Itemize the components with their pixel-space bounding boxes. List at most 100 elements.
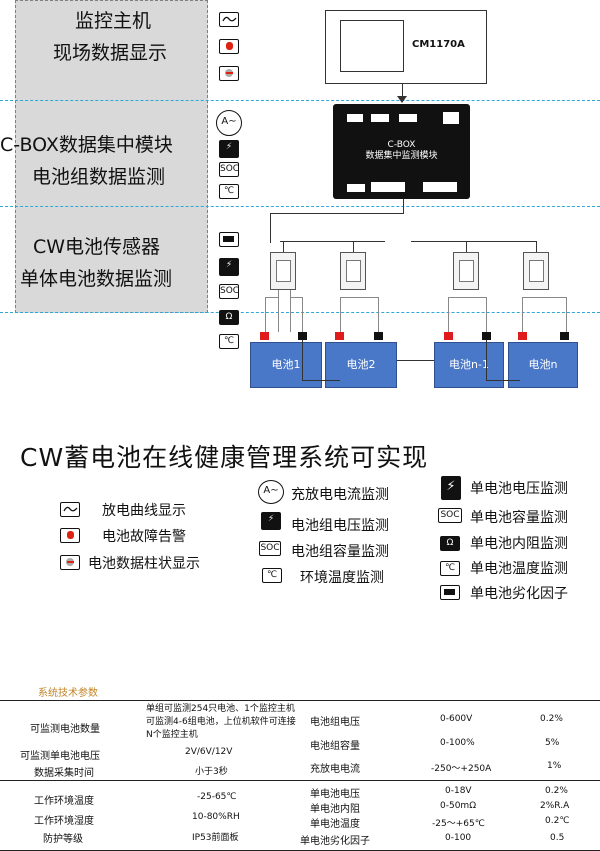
legend-label: 放电曲线显示 <box>102 503 186 519</box>
cbox-label-line2: 数据集中监测模块 <box>365 151 438 161</box>
level-divider <box>0 206 600 207</box>
spec-accuracy: 0.2% <box>545 786 568 796</box>
fault-alarm-icon <box>60 528 80 543</box>
legend-label: 电池故障告警 <box>102 529 186 545</box>
battery-cell: 电池1 <box>250 342 322 388</box>
spec-label: 单电池劣化因子 <box>300 836 370 847</box>
negative-terminal <box>560 332 569 340</box>
lightning-icon: ⚡ <box>441 476 461 500</box>
sensor-lead <box>302 297 303 332</box>
spec-range: -250～+250A <box>431 764 492 774</box>
battery-label: 电池2 <box>346 358 376 371</box>
spec-accuracy: 1% <box>547 761 562 771</box>
soc-icon: SOC <box>219 284 239 299</box>
spec-accuracy: 5% <box>545 738 560 748</box>
positive-terminal <box>518 332 527 340</box>
sensor-lead <box>566 297 567 332</box>
spec-accuracy: 0.2% <box>540 714 563 724</box>
spec-value: 小于3秒 <box>195 767 228 777</box>
spec-label: 电池组电压 <box>310 717 360 728</box>
cbox-label-line1: C-BOX <box>387 140 416 150</box>
spec-label: 防护等级 <box>43 834 83 845</box>
sensor-lead <box>340 297 341 332</box>
port <box>371 182 405 192</box>
bus-line <box>353 241 354 253</box>
battery-sensor <box>523 252 549 290</box>
bus-line <box>270 213 271 243</box>
legend-label: 单电池温度监测 <box>470 561 568 577</box>
level-divider <box>0 312 600 313</box>
battery-label: 电池n <box>528 358 558 371</box>
current-meter-icon: A∼ <box>258 480 284 504</box>
soc-icon: SOC <box>259 541 281 556</box>
sensor-lead <box>290 297 302 298</box>
level-bottom-line1: CW电池传感器 <box>33 236 161 258</box>
monitor-label: CM1170A <box>412 39 465 50</box>
table-rule <box>0 700 600 701</box>
battery-cell: 电池n <box>508 342 578 388</box>
spec-label: 电池组容量 <box>310 741 360 752</box>
resistance-icon: Ω <box>440 536 460 551</box>
sensor-lead <box>378 297 379 332</box>
negative-terminal <box>298 332 307 340</box>
battery-sensor <box>270 252 296 290</box>
positive-terminal <box>335 332 344 340</box>
bar-chart-icon <box>219 66 239 81</box>
lightning-icon: ⚡ <box>219 140 239 158</box>
series-link <box>486 380 520 381</box>
spec-value: 10-80%RH <box>192 812 240 822</box>
bus-line <box>283 241 284 253</box>
spec-label: 工作环境湿度 <box>34 816 94 827</box>
resistance-icon: Ω <box>219 310 239 325</box>
battery-label: 电池1 <box>271 358 301 371</box>
legend-label: 电池组容量监测 <box>291 544 389 560</box>
level-bottom-line2: 单体电池数据监测 <box>20 268 173 290</box>
port <box>347 114 363 122</box>
soc-icon: SOC <box>219 162 239 177</box>
monitor-screen <box>340 20 404 72</box>
level-divider <box>0 100 600 101</box>
spec-range: 0-18V <box>445 786 472 796</box>
sensor-lead <box>486 297 487 332</box>
bus-line <box>536 241 537 253</box>
link-line <box>402 84 403 98</box>
legend-label: 单电池容量监测 <box>470 510 568 526</box>
degradation-icon <box>219 232 239 247</box>
spec-label: 单电池温度 <box>310 819 360 830</box>
sensor-lead <box>448 297 486 298</box>
spec-range: 0-100% <box>440 738 475 748</box>
discharge-curve-icon <box>219 12 239 27</box>
spec-accuracy: 0.2℃ <box>545 816 570 826</box>
spec-header: 系统技术参数 <box>38 688 98 699</box>
positive-terminal <box>444 332 453 340</box>
legend-label: 环境温度监测 <box>300 570 384 586</box>
battery-label: 电池n-1 <box>449 358 489 371</box>
spec-value: 2V/6V/12V <box>185 747 233 757</box>
port <box>347 184 365 192</box>
lightning-icon: ⚡ <box>219 258 239 276</box>
spec-range: 0-100 <box>445 833 472 843</box>
sensor-lead <box>340 297 378 298</box>
spec-value: -25-65℃ <box>197 792 237 802</box>
negative-terminal <box>374 332 383 340</box>
spec-label: 单电池电压 <box>310 789 360 800</box>
bus-gap <box>385 236 411 246</box>
arrow-down-icon <box>397 96 407 103</box>
spec-label: 单电池内阻 <box>310 804 360 815</box>
spec-label: 可监测电池数量 <box>30 724 100 735</box>
legend-label: 电池组电压监测 <box>291 518 389 534</box>
legend-label: 充放电电流监测 <box>291 487 389 503</box>
temperature-icon: ℃ <box>440 561 460 576</box>
spec-value: IP53前面板 <box>192 833 239 843</box>
series-link <box>302 380 340 381</box>
spec-range: 0-600V <box>440 714 473 724</box>
cbox-module: C-BOX 数据集中监测模块 <box>333 104 470 199</box>
port <box>423 182 457 192</box>
sensor-lead <box>278 290 279 332</box>
level-middle-line1: C-BOX数据集中模块 <box>0 134 173 156</box>
lightning-icon: ⚡ <box>261 512 281 530</box>
legend-label: 单电池电压监测 <box>470 481 568 497</box>
negative-terminal <box>482 332 491 340</box>
level-top-line2: 现场数据显示 <box>53 42 168 64</box>
current-meter-icon: A∼ <box>216 110 242 136</box>
